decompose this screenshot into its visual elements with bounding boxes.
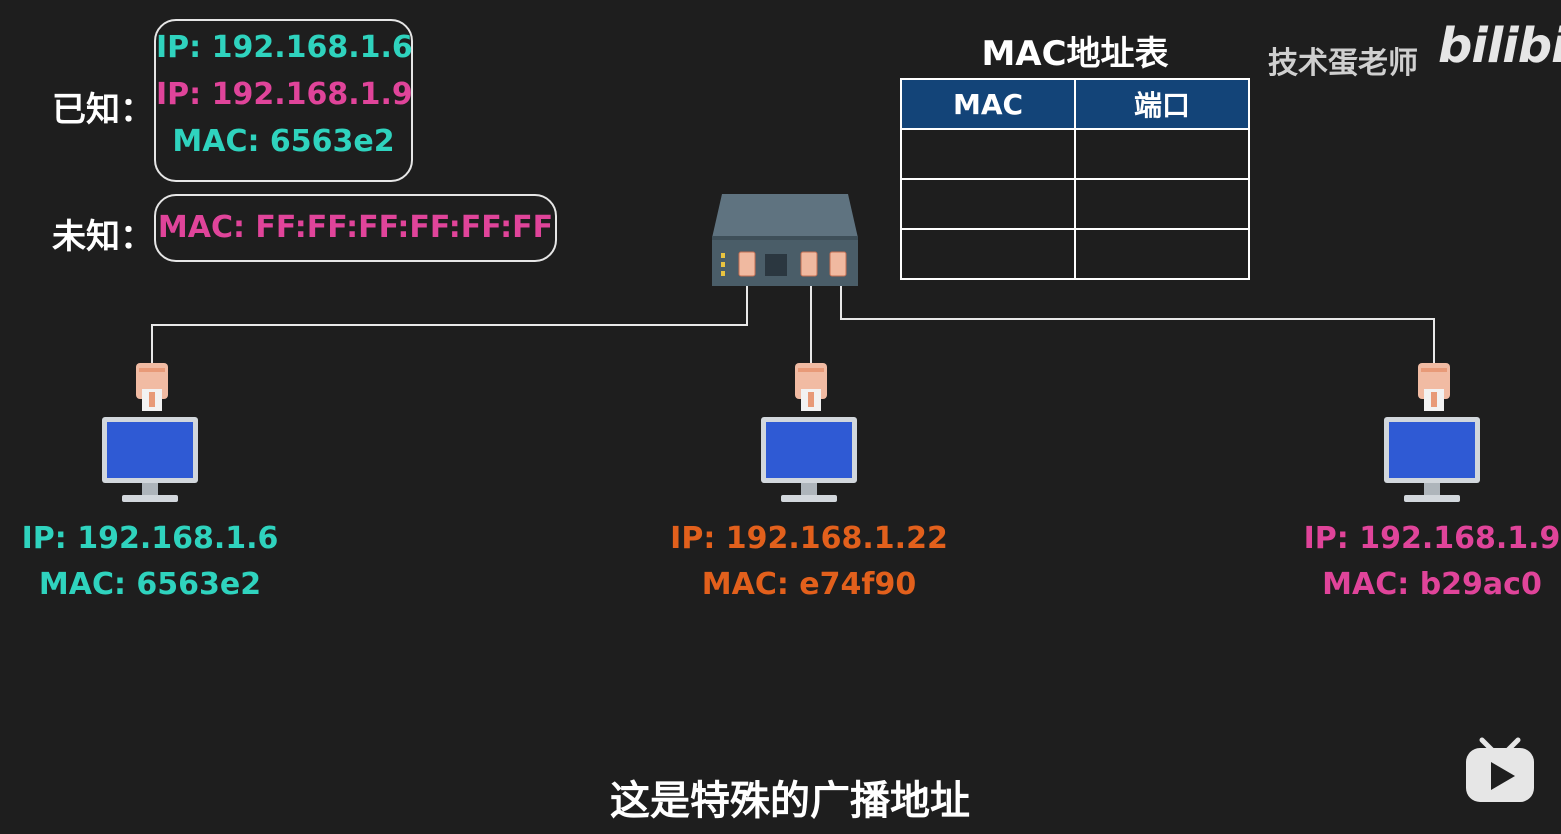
video-subtitle: 这是特殊的广播地址 xyxy=(610,778,970,824)
unknown-info-box: MAC: FF:FF:FF:FF:FF:FF xyxy=(154,194,557,262)
table-cell xyxy=(1074,228,1250,280)
known-mac-self: MAC: 6563e2 xyxy=(172,124,395,159)
table-cell xyxy=(1074,178,1250,230)
host-3-label: IP: 192.168.1.9 MAC: b29ac0 xyxy=(1296,516,1561,608)
table-cell xyxy=(900,228,1076,280)
table-cell xyxy=(900,128,1076,180)
host-2-ip: IP: 192.168.1.22 xyxy=(670,521,948,556)
bilibili-logo: bilibili xyxy=(1438,18,1561,74)
host-2-mac: MAC: e74f90 xyxy=(701,567,917,602)
mac-table-wrapper: MAC 端口 xyxy=(900,78,1250,280)
host-3-ip: IP: 192.168.1.9 xyxy=(1303,521,1561,556)
network-cables xyxy=(151,285,1435,368)
known-info-box: IP: 192.168.1.6 IP: 192.168.1.9 MAC: 656… xyxy=(154,19,413,182)
unknown-label: 未知： xyxy=(52,217,154,257)
table-row xyxy=(900,228,1250,280)
host-1-mac: MAC: 6563e2 xyxy=(38,567,262,602)
mac-table: MAC 端口 xyxy=(900,78,1250,280)
channel-name: 技术蛋老师 xyxy=(1268,46,1418,81)
table-row xyxy=(900,178,1250,230)
table-row xyxy=(900,128,1250,180)
host-1-label: IP: 192.168.1.6 MAC: 6563e2 xyxy=(10,516,290,608)
known-ip-self: IP: 192.168.1.6 xyxy=(156,30,413,65)
unknown-mac-broadcast: MAC: FF:FF:FF:FF:FF:FF xyxy=(157,210,554,245)
host-3-mac: MAC: b29ac0 xyxy=(1322,567,1542,602)
table-cell xyxy=(1074,128,1250,180)
mac-column-header: MAC xyxy=(900,78,1076,130)
known-ip-target: IP: 192.168.1.9 xyxy=(156,77,413,112)
host-2-label: IP: 192.168.1.22 MAC: e74f90 xyxy=(659,516,959,608)
host-1-ip: IP: 192.168.1.6 xyxy=(21,521,279,556)
port-column-header: 端口 xyxy=(1074,78,1250,130)
monitor-icon xyxy=(102,417,1480,502)
network-switch-icon xyxy=(712,194,858,286)
known-label: 已知： xyxy=(52,90,154,130)
bilibili-tv-icon[interactable] xyxy=(1464,736,1536,804)
mac-table-title: MAC地址表 xyxy=(981,34,1169,74)
table-cell xyxy=(900,178,1076,230)
ethernet-plug-icon xyxy=(136,363,1450,411)
